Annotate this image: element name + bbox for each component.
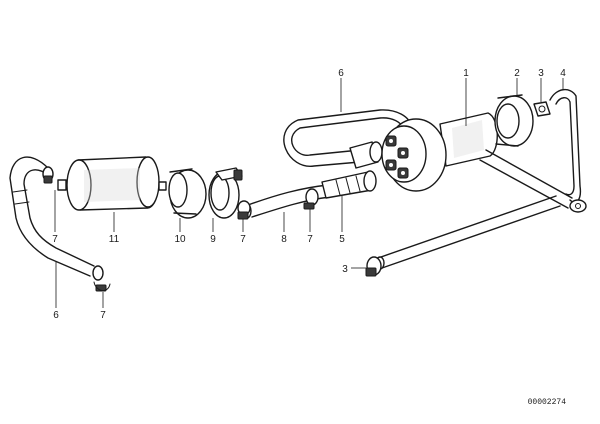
- port-nipples: [385, 135, 409, 179]
- callout-7-bottom: 7: [100, 310, 106, 321]
- callout-labels: 1 2 3 4 6 7 11 10 9 7 8 7 5 3 6 7: [52, 68, 566, 321]
- fuel-filter: [57, 156, 167, 211]
- callout-8: 8: [281, 234, 287, 245]
- pressure-accumulator: [381, 112, 498, 192]
- clamp-7-centre-a: [237, 200, 251, 220]
- bracket-clamp: [208, 167, 243, 219]
- leader-lines: [54, 78, 564, 308]
- nut-bottom: [365, 256, 382, 277]
- callout-3-top: 3: [538, 68, 544, 79]
- connector-fitting: [321, 170, 377, 199]
- nut-top: [533, 101, 551, 117]
- callout-2: 2: [514, 68, 520, 79]
- rubber-ring: [168, 168, 207, 219]
- document-number: 00002274: [528, 398, 567, 407]
- callout-4: 4: [560, 68, 566, 79]
- callout-7-centre-a: 7: [240, 234, 246, 245]
- callout-11: 11: [109, 234, 120, 245]
- callout-7-left: 7: [52, 234, 58, 245]
- callout-6-top: 6: [338, 68, 344, 79]
- holder-bracket: [479, 89, 587, 213]
- callout-7-centre-b: 7: [307, 234, 313, 245]
- fuel-pipe-u: [283, 109, 413, 169]
- callout-3-bottom: 3: [342, 264, 348, 275]
- pipe-nut: [349, 141, 383, 169]
- callout-5: 5: [339, 234, 345, 245]
- return-pipe: [375, 195, 561, 270]
- mounting-ring: [494, 94, 534, 147]
- hose-left: [9, 156, 95, 277]
- callout-1: 1: [463, 68, 469, 79]
- callout-9: 9: [210, 234, 216, 245]
- callout-6-bottom: 6: [53, 310, 59, 321]
- clamp-7-left-bottom: [92, 265, 111, 292]
- callout-10: 10: [174, 234, 186, 245]
- clamp-7-centre-b: [303, 188, 319, 210]
- clamp-7-left-top: [42, 166, 54, 184]
